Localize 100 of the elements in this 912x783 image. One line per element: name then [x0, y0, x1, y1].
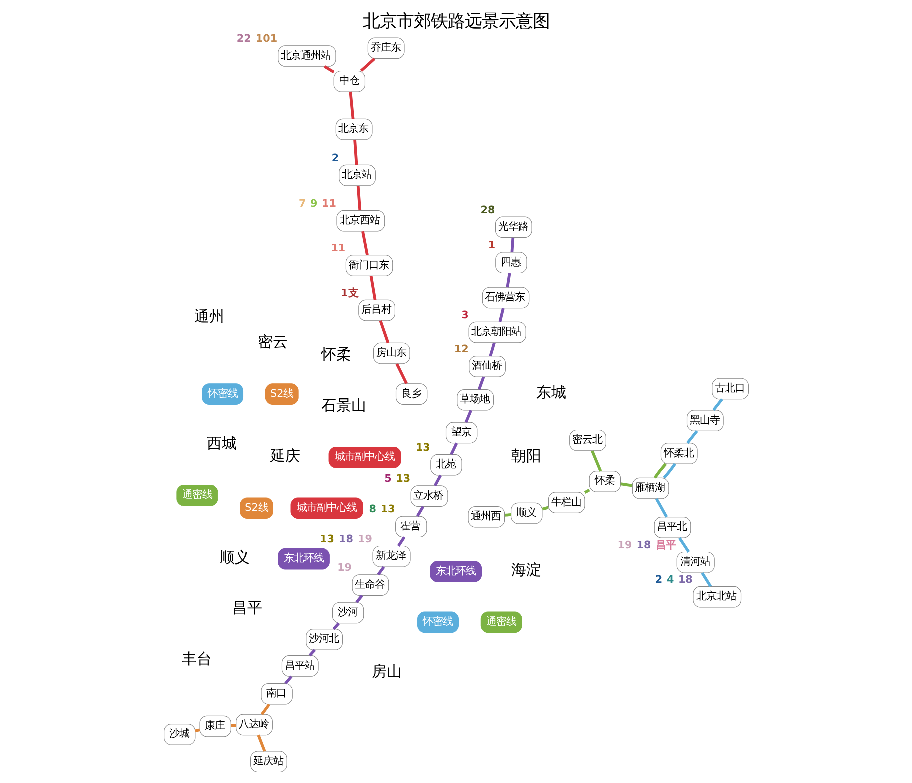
node-box: 通州西: [468, 506, 505, 528]
label: 房山: [371, 662, 402, 680]
node-box: 新龙泽: [372, 546, 410, 568]
node-label: 28: [480, 204, 495, 216]
node-box: 北京朝阳站: [468, 322, 526, 344]
node-label: 13: [415, 442, 430, 454]
node-box: 延庆站: [250, 751, 287, 773]
connector: [416, 506, 424, 518]
connector: [477, 376, 485, 390]
label: 丰台: [181, 650, 212, 668]
node-box: 酒仙桥: [468, 356, 506, 378]
label: 城市副中心线: [334, 451, 395, 464]
connector: [194, 728, 200, 733]
connector: [361, 231, 368, 256]
node-box: 后吕村: [358, 300, 395, 322]
node-label: 13: [380, 504, 395, 516]
label: 怀密线: [422, 616, 453, 628]
connector: [369, 276, 376, 300]
connector: [433, 474, 442, 487]
node-box: 沙城: [164, 724, 196, 746]
connector: [584, 489, 590, 494]
connector: [308, 649, 316, 657]
node-label: 18: [678, 574, 692, 586]
node-box: 密云北: [569, 430, 606, 452]
node-box: 北苑: [430, 454, 462, 476]
node-box: 怀柔北: [660, 443, 698, 464]
label: 密云: [257, 332, 288, 351]
label: 石景山: [320, 396, 366, 414]
connector: [230, 724, 236, 728]
node-box: 北京东: [335, 118, 372, 140]
connector: [712, 398, 723, 412]
node-label: 5: [384, 473, 392, 486]
node-label: 8: [368, 504, 376, 516]
connector: [464, 410, 472, 424]
node-box: 北京通州站: [278, 46, 336, 67]
node-box: 昌平站: [281, 656, 318, 677]
label: 顺义: [219, 548, 250, 566]
node-label: 4: [666, 574, 674, 586]
node-box: 中仓: [333, 70, 366, 92]
node-box: 八达岭: [236, 714, 272, 736]
connector: [450, 442, 458, 456]
label: 通州: [194, 308, 224, 326]
node-box: 怀柔: [588, 471, 620, 492]
node-box: 霍营: [395, 516, 427, 538]
connector: [678, 537, 690, 553]
connector: [488, 342, 496, 357]
node-label: 1支: [340, 287, 358, 300]
connector: [654, 498, 668, 518]
node-label: 7: [298, 198, 306, 210]
node-box: 康庄: [199, 716, 231, 738]
label: 怀密线: [207, 388, 238, 400]
label: 西城: [206, 434, 237, 452]
connector: [376, 566, 385, 576]
label: 通密线: [182, 489, 212, 502]
node-box: 北京北站: [692, 586, 742, 608]
node-box: 草场地: [456, 389, 494, 411]
node-label: 22: [236, 33, 251, 46]
connector: [498, 308, 504, 322]
node-label: 1: [488, 240, 496, 252]
node-box: 顺义: [510, 502, 542, 524]
label: S2线: [244, 502, 268, 514]
node-label: 9: [310, 198, 318, 210]
connector: [360, 58, 376, 72]
connector: [662, 463, 676, 480]
node-label: 2: [654, 574, 662, 586]
connector: [700, 572, 712, 588]
node-box: 立水桥: [410, 486, 448, 507]
node-label: 11: [322, 198, 336, 210]
node-label: 2: [331, 152, 339, 164]
node-label: 11: [330, 242, 346, 255]
node-label: 昌平: [655, 539, 676, 552]
node-box: 房山东: [372, 342, 410, 364]
node-label: 3: [461, 309, 468, 322]
connector: [396, 536, 406, 547]
label: 东北环线: [284, 552, 324, 565]
connector: [256, 734, 266, 752]
node-label: 13: [320, 533, 334, 546]
diagram-title: 北京市郊铁路远景示意图: [362, 12, 550, 32]
node-box: 沙河: [332, 602, 364, 624]
connector: [395, 363, 408, 384]
label: 城市副中心线: [296, 502, 357, 514]
node-label: 12: [454, 343, 468, 356]
node-box: 清河站: [676, 552, 714, 574]
label: 海淀: [510, 561, 541, 580]
label: S2线: [270, 388, 294, 400]
node-box: 乔庄东: [367, 38, 404, 60]
node-label: 19: [617, 539, 632, 552]
connector: [353, 140, 358, 166]
label: 昌平: [232, 599, 262, 618]
node-box: 北京站: [338, 164, 376, 186]
connector: [323, 65, 334, 74]
node-box: 北京西站: [336, 210, 385, 232]
label: 延庆: [270, 447, 300, 466]
connector: [356, 186, 362, 211]
label: 东城: [536, 384, 566, 402]
node-label: 19: [337, 562, 352, 574]
connector: [510, 238, 514, 253]
node-box: 昌平北: [654, 517, 691, 538]
connector: [284, 676, 292, 685]
node-box: 良乡: [395, 384, 428, 405]
